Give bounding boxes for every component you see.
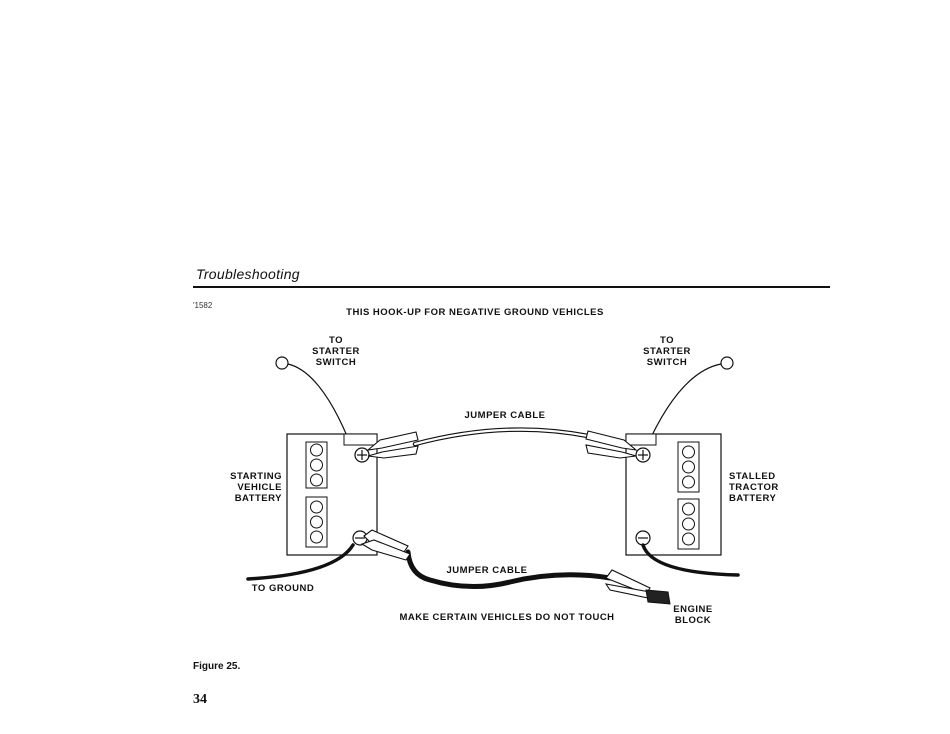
stalled-battery-negative-post	[636, 531, 650, 545]
engine-block-label: ENGINE BLOCK	[655, 604, 731, 626]
stalled-battery-label: STALLED TRACTOR BATTERY	[729, 471, 811, 504]
engine-block-clamp	[606, 570, 650, 598]
page-number: 34	[193, 692, 207, 708]
bottom-jumper-label: JUMPER CABLE	[427, 565, 547, 576]
right-starter-terminal	[721, 357, 733, 369]
to-ground-label: TO GROUND	[238, 583, 328, 594]
engine-block	[646, 590, 670, 604]
stalled-battery-positive-post	[636, 448, 650, 462]
warning-label: MAKE CERTAIN VEHICLES DO NOT TOUCH	[362, 612, 652, 623]
starting-battery-positive-post	[355, 448, 369, 462]
left-starter-label: TO STARTER SWITCH	[296, 335, 376, 368]
left-starter-terminal	[276, 357, 288, 369]
starting-battery-label: STARTING VEHICLE BATTERY	[200, 471, 282, 504]
diagram-heading: THIS HOOK-UP FOR NEGATIVE GROUND VEHICLE…	[330, 307, 620, 318]
right-starter-label: TO STARTER SWITCH	[627, 335, 707, 368]
top-jumper-label: JUMPER CABLE	[445, 410, 565, 421]
figure-caption: Figure 25.	[193, 661, 240, 672]
